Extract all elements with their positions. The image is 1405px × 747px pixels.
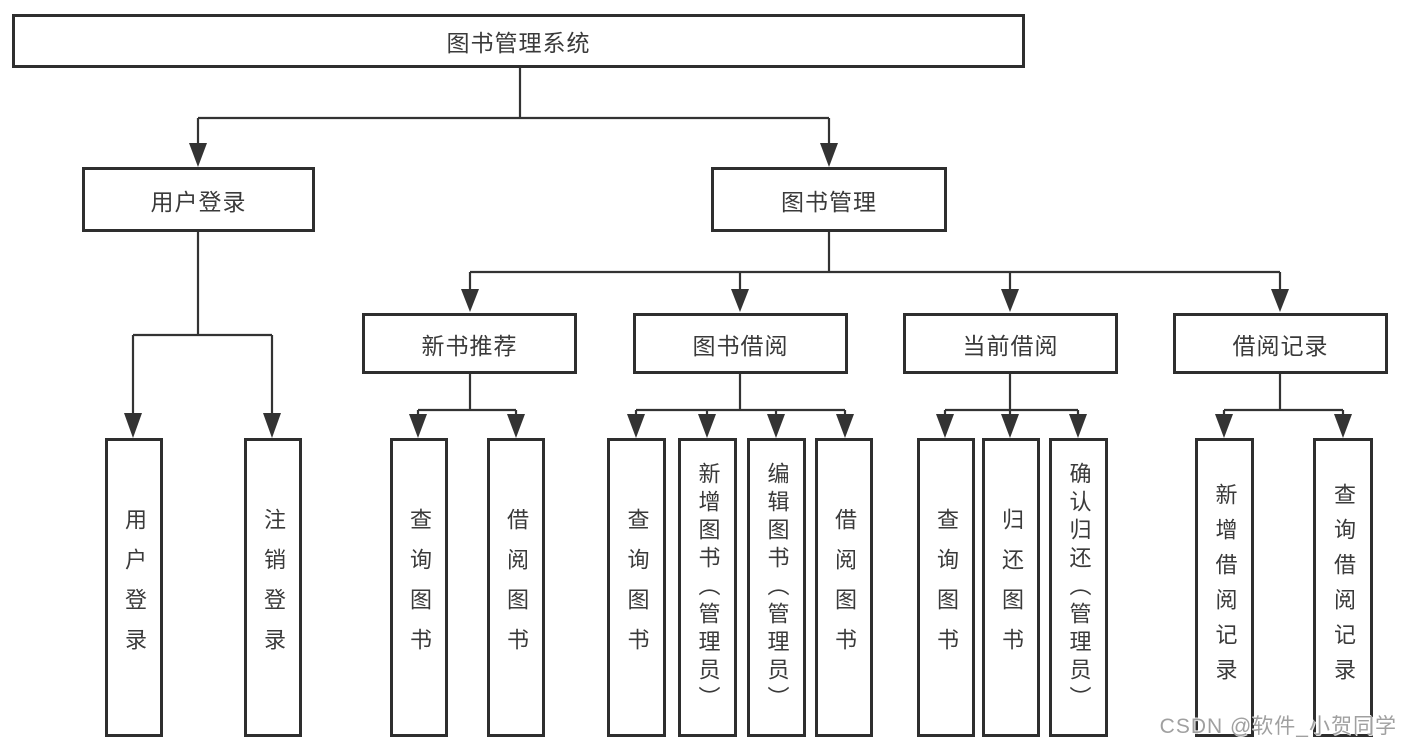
connector-user-login-children [124, 232, 281, 438]
leaf-records-query-borrow-record: 查询借阅记录 [1313, 438, 1373, 737]
leaf-label: 查询图书 [407, 507, 432, 668]
arrowhead [698, 414, 716, 438]
arrowhead [1069, 414, 1087, 438]
leaf-newbooks-query-books: 查询图书 [390, 438, 448, 737]
node-label: 图书借阅 [692, 332, 789, 359]
leaf-label: 查询图书 [624, 507, 650, 668]
arrowhead [189, 143, 207, 167]
leaf-label: 借阅图书 [832, 507, 857, 668]
arrowhead [507, 414, 525, 438]
node-book-borrow: 图书借阅 [633, 313, 848, 374]
node-label: 用户登录 [150, 188, 247, 215]
connector-book-borrow-children [627, 374, 854, 438]
leaf-logout: 注销登录 [244, 438, 302, 737]
leaf-current-confirm-return-admin: 确认归还（管理员） [1049, 438, 1108, 737]
node-label: 借阅记录 [1232, 332, 1329, 359]
arrowhead [124, 413, 142, 438]
leaf-records-add-borrow-record: 新增借阅记录 [1195, 438, 1254, 737]
leaf-label: 新增图书（管理员） [695, 461, 721, 714]
arrowhead [1001, 289, 1019, 312]
arrowhead [1215, 414, 1233, 438]
leaf-label: 编辑图书（管理员） [764, 461, 790, 714]
arrowhead [1334, 414, 1352, 438]
leaf-label: 借阅图书 [504, 507, 529, 668]
leaf-current-return-books: 归还图书 [982, 438, 1040, 737]
leaf-borrow-borrow-books: 借阅图书 [815, 438, 873, 737]
arrowhead [409, 414, 427, 438]
connector-new-books-children [409, 374, 525, 438]
leaf-label: 查询借阅记录 [1331, 482, 1356, 693]
arrowhead [263, 413, 281, 438]
connector-current-borrow-children [936, 374, 1087, 438]
leaf-label: 新增借阅记录 [1212, 482, 1238, 693]
leaf-label: 查询图书 [934, 507, 959, 668]
csdn-watermark: CSDN @软件_小贺同学 [1159, 715, 1397, 738]
arrowhead [461, 289, 479, 312]
node-root-system: 图书管理系统 [12, 14, 1025, 68]
node-borrow-records: 借阅记录 [1173, 313, 1388, 374]
arrowhead [1001, 414, 1019, 438]
node-user-login: 用户登录 [82, 167, 315, 232]
arrowhead [731, 289, 749, 312]
leaf-borrow-add-books-admin: 新增图书（管理员） [678, 438, 737, 737]
leaf-label: 注销登录 [261, 507, 286, 668]
node-label: 当前借阅 [962, 332, 1059, 359]
leaf-borrow-query-books: 查询图书 [607, 438, 666, 737]
node-current-borrow: 当前借阅 [903, 313, 1118, 374]
leaf-newbooks-borrow-books: 借阅图书 [487, 438, 545, 737]
node-label: 图书管理系统 [446, 30, 591, 56]
connector-borrow-records-children [1215, 374, 1352, 438]
leaf-label: 用户登录 [122, 507, 147, 668]
connector-root-to-level2 [189, 68, 838, 167]
arrowhead [627, 414, 645, 438]
node-book-management: 图书管理 [711, 167, 947, 232]
connector-book-mgmt-children [461, 232, 1289, 312]
arrowhead [936, 414, 954, 438]
arrowhead [1271, 289, 1289, 312]
node-new-book-recommend: 新书推荐 [362, 313, 577, 374]
leaf-current-query-books: 查询图书 [917, 438, 975, 737]
leaf-user-login: 用户登录 [105, 438, 163, 737]
arrowhead [820, 143, 838, 167]
leaf-label: 确认归还（管理员） [1066, 461, 1092, 714]
node-label: 图书管理 [781, 188, 877, 215]
arrowhead [767, 414, 785, 438]
leaf-borrow-edit-books-admin: 编辑图书（管理员） [747, 438, 806, 737]
arrowhead [836, 414, 854, 438]
leaf-label: 归还图书 [999, 507, 1024, 668]
node-label: 新书推荐 [421, 332, 518, 359]
